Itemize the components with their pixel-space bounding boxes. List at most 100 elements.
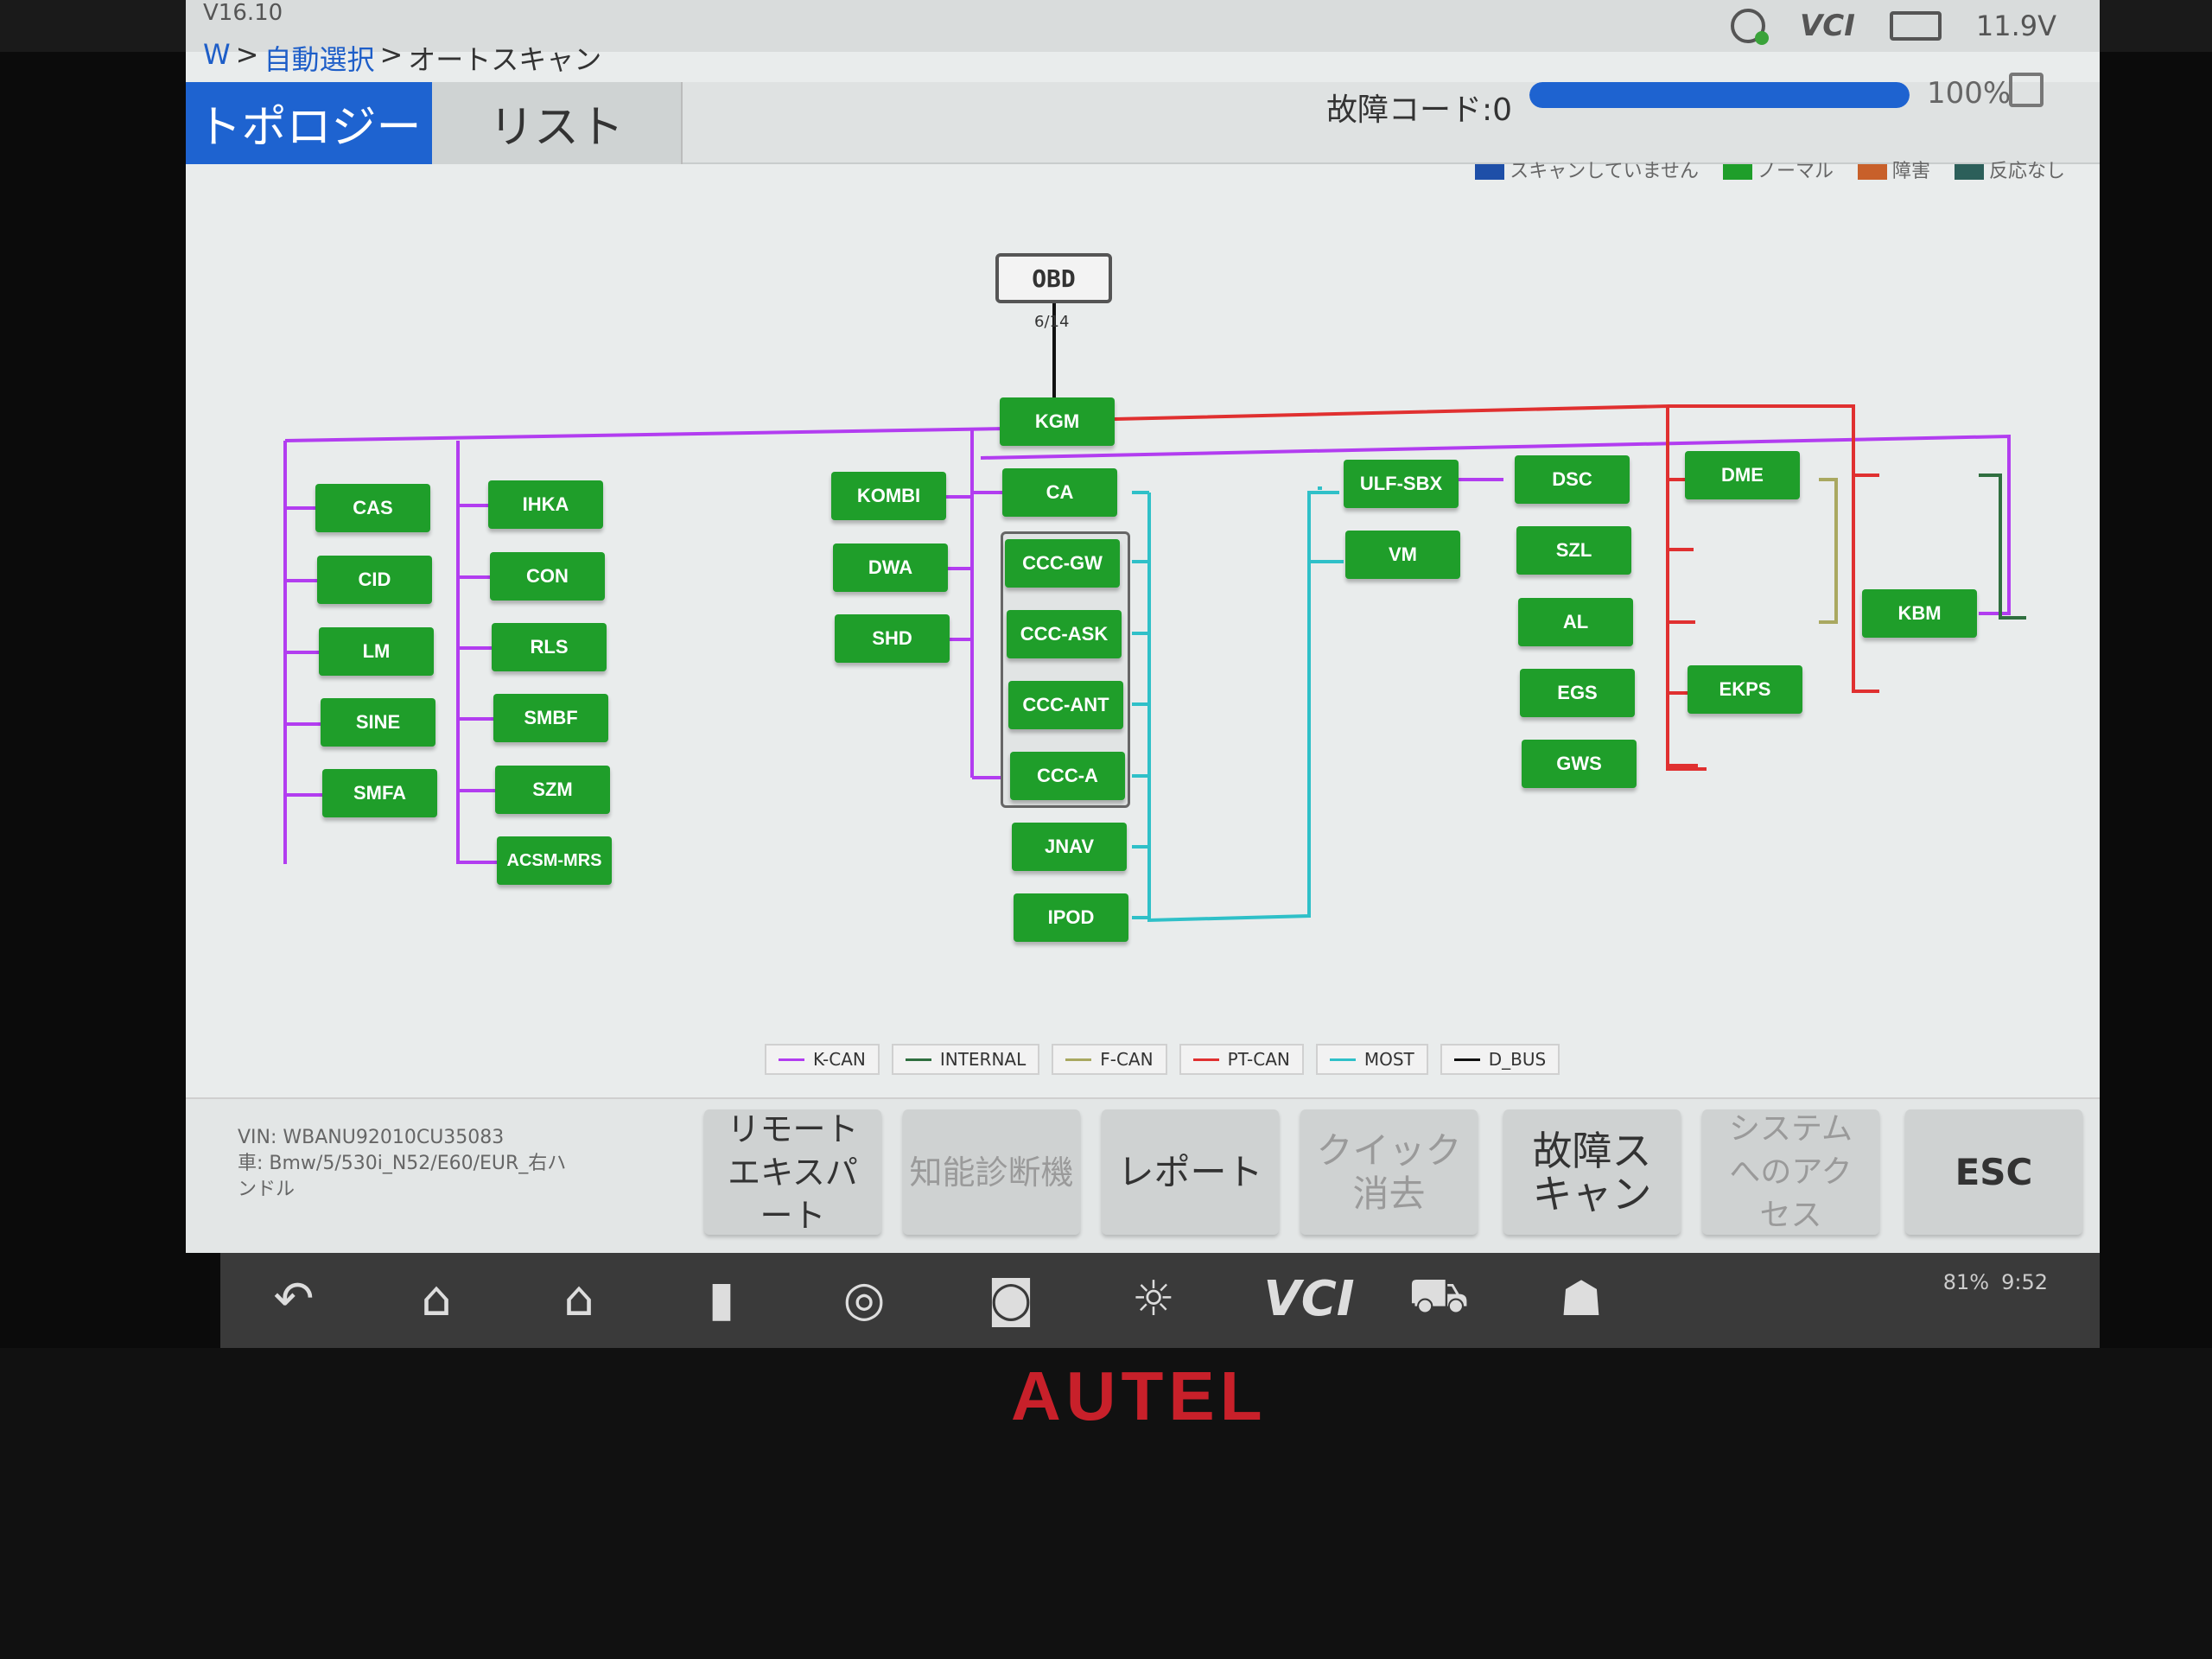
module-ccc-ant[interactable]: CCC-ANT [1008, 681, 1123, 729]
module-cas[interactable]: CAS [315, 484, 430, 532]
android-nav-bar: ↶ ⌂ ⌂ ▮ ◎ ◙ ☼ VCI ⛟ ☗ 81% 9:52 [220, 1253, 2100, 1348]
module-ccc-a[interactable]: CCC-A [1010, 752, 1125, 800]
module-kombi[interactable]: KOMBI [831, 472, 946, 520]
remote-expert-button[interactable]: リモートエキスパート [704, 1109, 881, 1235]
bus-legend-f-can: F-CAN [1052, 1044, 1167, 1075]
battery-voltage: 11.9V [1975, 10, 2056, 42]
module-smfa[interactable]: SMFA [322, 769, 437, 817]
bus-line-swatch [1329, 1058, 1356, 1061]
module-ccc-gw[interactable]: CCC-GW [1005, 539, 1120, 588]
browser-icon[interactable]: ◎ [842, 1270, 886, 1327]
globe-icon [1730, 9, 1769, 45]
module-szl[interactable]: SZL [1516, 526, 1631, 575]
breadcrumb-item-auto-select[interactable]: 自動選択 [264, 43, 375, 76]
breadcrumb-separator: > [379, 38, 404, 71]
module-ihka[interactable]: IHKA [488, 480, 603, 529]
module-cid[interactable]: CID [317, 556, 432, 604]
legend-no-response: 反応なし [1954, 156, 2065, 183]
vehicle-label: 車: Bmw/5/530i_N52/E60/EUR_右ハンドル [238, 1153, 567, 1200]
module-ca[interactable]: CA [1002, 468, 1117, 517]
legend-swatch [1475, 164, 1505, 180]
camera-icon[interactable]: ◙ [987, 1270, 1035, 1327]
tab-topology[interactable]: トポロジー [186, 82, 432, 164]
module-vm[interactable]: VM [1345, 531, 1460, 579]
bus-legend-internal: INTERNAL [891, 1044, 1040, 1075]
scan-progress-fill [1529, 82, 1910, 108]
bus-line-swatch [1065, 1058, 1092, 1061]
module-al[interactable]: AL [1518, 598, 1633, 646]
legend-swatch [1722, 164, 1752, 180]
status-bar: V16.10 VCI 11.9V [186, 0, 2100, 52]
tab-list[interactable]: リスト [432, 82, 683, 164]
battery-percent: 81% [1942, 1270, 1990, 1294]
app-screen: V16.10 VCI 11.9V W > 自動選択 > オートスキャン トポロジ… [186, 0, 2100, 1253]
module-jnav[interactable]: JNAV [1012, 823, 1127, 871]
bus-legend-pt-can: PT-CAN [1179, 1044, 1304, 1075]
module-dme[interactable]: DME [1685, 451, 1800, 499]
technician-icon[interactable]: ☗ [1559, 1270, 1604, 1327]
bus-line-swatch [1453, 1058, 1480, 1061]
module-ulf-sbx[interactable]: ULF-SBX [1344, 460, 1459, 508]
home-icon[interactable]: ⌂ [421, 1270, 452, 1327]
module-ipod[interactable]: IPOD [1014, 893, 1128, 942]
quick-erase-button[interactable]: クイック消去 [1300, 1109, 1478, 1235]
module-rls[interactable]: RLS [492, 623, 607, 671]
battery-icon [1889, 11, 1942, 41]
bus-line-swatch [779, 1058, 804, 1061]
fault-scan-button[interactable]: 故障スキャン [1503, 1109, 1681, 1235]
module-con[interactable]: CON [490, 552, 605, 601]
vehicle-icon[interactable]: ⛟ [1408, 1268, 1470, 1324]
module-szm[interactable]: SZM [495, 766, 610, 814]
display-icon[interactable]: ☼ [1131, 1270, 1176, 1327]
module-kgm[interactable]: KGM [1000, 397, 1115, 446]
vehicle-info: VIN: WBANU92010CU35083 車: Bmw/5/530i_N52… [238, 1125, 583, 1203]
clock: 9:52 [2001, 1270, 2048, 1294]
bus-legend-k-can: K-CAN [765, 1044, 880, 1075]
module-acsm-mrs[interactable]: ACSM-MRS [497, 836, 612, 885]
obd-connector: OBD [995, 253, 1112, 303]
bus-legend-most: MOST [1315, 1044, 1428, 1075]
module-gws[interactable]: GWS [1522, 740, 1637, 788]
fault-code-count: 故障コード:0 [1326, 92, 1513, 128]
legend-fault: 障害 [1857, 156, 1930, 183]
esc-button[interactable]: ESC [1905, 1109, 2082, 1235]
recent-apps-icon[interactable]: ▮ [708, 1270, 735, 1327]
bus-line-swatch [905, 1058, 931, 1061]
edit-icon[interactable] [2009, 73, 2044, 107]
legend-swatch [1954, 164, 1984, 180]
topology-lines [283, 302, 2026, 923]
vci-icon[interactable]: VCI [1263, 1270, 1355, 1327]
bus-legend: K-CAN INTERNAL F-CAN PT-CAN MOST D_BUS [765, 1044, 1560, 1075]
breadcrumb-separator: > [235, 38, 259, 71]
breadcrumb-item-auto-scan: オートスキャン [408, 43, 602, 76]
module-dsc[interactable]: DSC [1515, 455, 1630, 504]
vci-status-icon: VCI [1799, 9, 1855, 43]
module-dwa[interactable]: DWA [833, 543, 948, 592]
legend-swatch [1857, 164, 1887, 180]
breadcrumb-item-brand[interactable]: W [203, 38, 231, 71]
module-kbm[interactable]: KBM [1862, 589, 1977, 638]
device-bezel-bottom [0, 1348, 2212, 1659]
version-label: V16.10 [203, 0, 283, 26]
back-icon[interactable]: ↶ [273, 1270, 315, 1327]
module-sine[interactable]: SINE [321, 698, 435, 747]
system-access-button[interactable]: システムへのアクセス [1702, 1109, 1879, 1235]
module-smbf[interactable]: SMBF [493, 694, 608, 742]
scan-progress-percent: 100% [1927, 76, 2012, 111]
smart-diagnosis-button[interactable]: 知能診断機 [903, 1109, 1080, 1235]
module-egs[interactable]: EGS [1520, 669, 1635, 717]
vin-label: VIN: WBANU92010CU35083 [238, 1127, 505, 1148]
legend-not-scanned: スキャンしていません [1475, 156, 1699, 183]
device-brand-logo: AUTEL [1011, 1357, 1268, 1434]
module-lm[interactable]: LM [319, 627, 434, 676]
module-shd[interactable]: SHD [835, 614, 950, 663]
report-button[interactable]: レポート [1102, 1109, 1279, 1235]
module-ekps[interactable]: EKPS [1688, 665, 1802, 714]
ccc-module-group [1001, 531, 1130, 808]
scan-progress-bar [1529, 82, 1910, 108]
legend-normal: ノーマル [1722, 156, 1834, 183]
bus-line-swatch [1192, 1058, 1219, 1061]
autel-home-icon[interactable]: ⌂ [563, 1270, 594, 1327]
module-ccc-ask[interactable]: CCC-ASK [1007, 610, 1122, 658]
status-legend: スキャンしていません ノーマル 障害 反応なし [1475, 156, 2065, 183]
